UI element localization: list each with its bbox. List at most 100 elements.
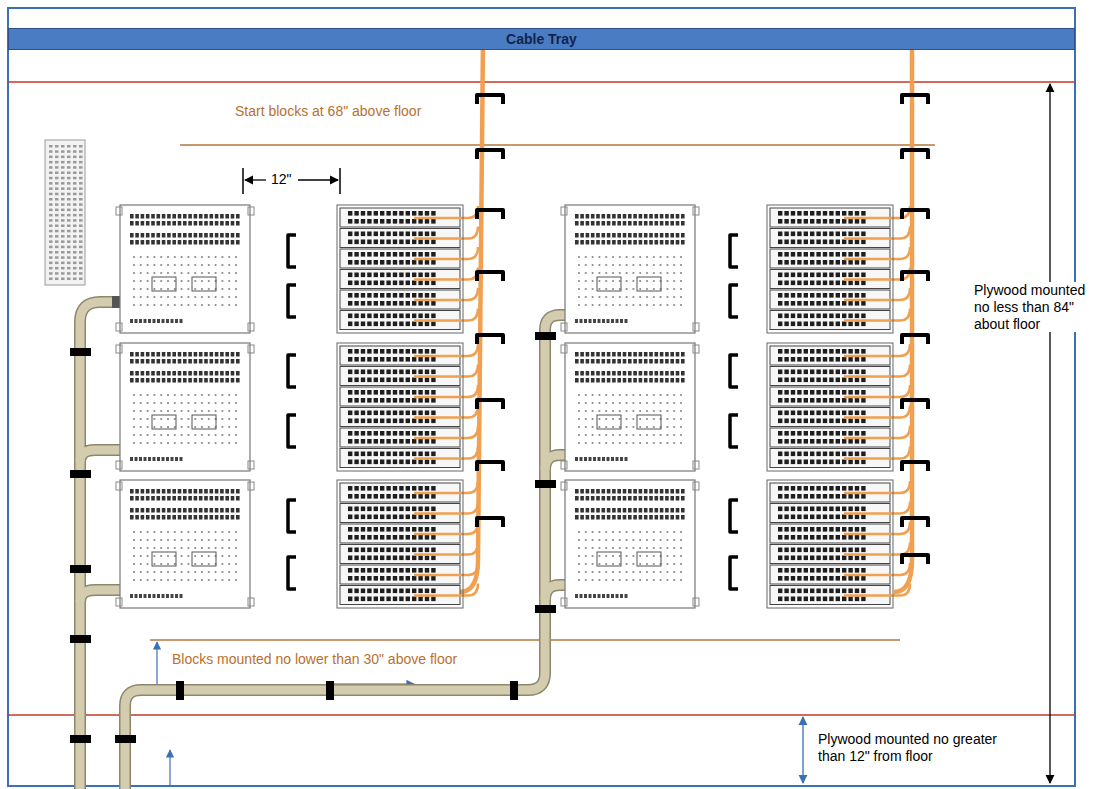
panel-port: [655, 214, 659, 219]
punch-block-pin: [73, 230, 77, 233]
panel-port: [602, 319, 605, 323]
panel-port: [130, 496, 134, 501]
panel-dot: [215, 547, 217, 549]
panel-dot: [181, 264, 183, 266]
panel-dot: [201, 547, 203, 549]
patch-port: [784, 322, 788, 327]
panel-port: [215, 240, 219, 245]
panel-dot: [612, 288, 614, 290]
panel-port: [146, 352, 150, 357]
panel-dot: [673, 296, 675, 298]
panel-dot: [208, 418, 210, 420]
panel-dot: [208, 304, 210, 306]
panel-dot: [235, 531, 237, 533]
punch-block-pin: [79, 172, 83, 175]
panel-port: [130, 515, 134, 520]
panel-dot: [147, 304, 149, 306]
patch-port: [823, 281, 827, 286]
patch-port: [431, 232, 435, 237]
punch-block-pin: [79, 267, 83, 270]
panel-port: [151, 240, 155, 245]
panel-port: [586, 233, 590, 238]
patch-port: [784, 293, 788, 298]
panel-dot: [167, 563, 169, 565]
panel-port: [204, 371, 208, 376]
patch-port: [380, 378, 384, 383]
patch-port: [399, 219, 403, 224]
patch-port: [399, 370, 403, 375]
panel-dot: [167, 272, 169, 274]
punch-block-pin: [55, 230, 59, 233]
panel-dot: [147, 418, 149, 420]
panel-dot: [626, 563, 628, 565]
panel-port: [167, 496, 171, 501]
patch-port: [386, 232, 390, 237]
panel-port: [130, 508, 134, 513]
punch-block-pin: [61, 156, 65, 159]
panel-dot: [167, 434, 169, 436]
patch-port: [861, 232, 865, 237]
patch-port: [848, 314, 852, 319]
panel-port: [676, 352, 680, 357]
punch-block-pin: [61, 177, 65, 180]
panel-dot: [194, 426, 196, 428]
patch-port: [842, 322, 846, 327]
panel-dot: [235, 394, 237, 396]
panel-dot: [598, 434, 600, 436]
patch-port: [348, 357, 352, 362]
panel-module: [597, 552, 621, 566]
conduit-outline: [80, 590, 124, 602]
punch-block-pin: [73, 198, 77, 201]
panel-dot: [585, 280, 587, 282]
panel-dot: [585, 442, 587, 444]
panel-dot: [653, 579, 655, 581]
patch-port: [425, 281, 429, 286]
panel-dot: [592, 402, 594, 404]
panel-dot: [660, 272, 662, 274]
panel-dot: [639, 402, 641, 404]
patch-port: [842, 232, 846, 237]
panel-dot: [578, 402, 580, 404]
panel-port: [188, 214, 192, 219]
panel-port: [676, 371, 680, 376]
panel-port: [144, 594, 147, 598]
panel-port: [215, 515, 219, 520]
panel-dot: [660, 402, 662, 404]
patch-port: [361, 260, 365, 265]
patch-port: [816, 211, 820, 216]
panel-dot: [680, 571, 682, 573]
panel-dot: [147, 410, 149, 412]
panel-port: [660, 240, 664, 245]
patch-port: [848, 281, 852, 286]
panel-dot: [646, 434, 648, 436]
patch-port: [425, 431, 429, 436]
panel-port: [617, 233, 621, 238]
panel-dot: [653, 296, 655, 298]
panel-dot: [605, 410, 607, 412]
patch-port: [412, 349, 416, 354]
panel-dot: [592, 571, 594, 573]
panel-dot: [208, 426, 210, 428]
patch-port: [431, 314, 435, 319]
patch-port: [386, 240, 390, 245]
punch-block-pin: [67, 156, 71, 159]
panel-dot: [578, 555, 580, 557]
panel-port: [602, 457, 605, 461]
panel-dot: [660, 539, 662, 541]
panel-port: [183, 221, 187, 226]
patch-port: [855, 293, 859, 298]
panel-port: [180, 319, 183, 323]
panel-port: [167, 371, 171, 376]
panel-port: [586, 508, 590, 513]
punch-block-pin: [49, 267, 53, 270]
patch-port: [367, 390, 371, 395]
patch-port: [374, 211, 378, 216]
patch-port: [810, 293, 814, 298]
panel-port: [162, 319, 165, 323]
conduit-clamp: [176, 681, 184, 700]
panel-dot: [194, 442, 196, 444]
panel-dot: [598, 304, 600, 306]
panel-dot: [133, 288, 135, 290]
punch-block-pin: [67, 278, 71, 281]
panel-port: [141, 359, 145, 364]
